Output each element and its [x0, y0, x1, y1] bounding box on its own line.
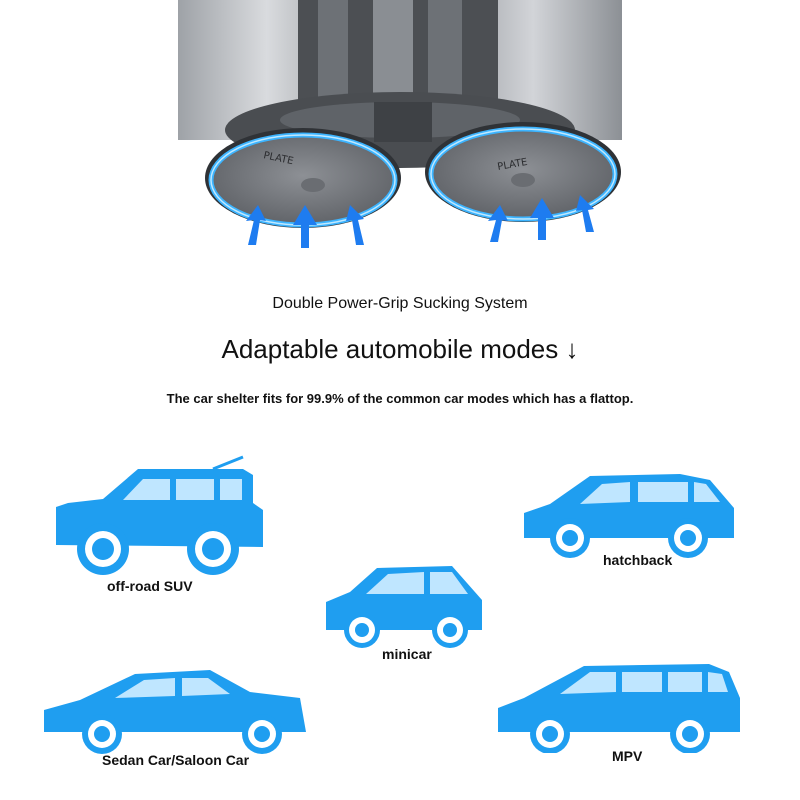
label-minicar: minicar — [382, 646, 432, 662]
hatchback-car-icon — [524, 474, 734, 558]
suction-arrows-left — [246, 205, 364, 248]
label-off-road-suv: off-road SUV — [107, 578, 193, 594]
caption-adaptable-modes: Adaptable automobile modes ↓ — [221, 334, 579, 364]
label-mpv: MPV — [612, 748, 643, 764]
caption-fit-note: The car shelter fits for 99.9% of the co… — [166, 391, 634, 406]
suction-arrows-right — [488, 195, 594, 242]
caption-sucking-system: Double Power-Grip Sucking System — [272, 295, 528, 312]
label-hatchback: hatchback — [603, 552, 673, 568]
suction-plates-photo: PLATE PLATE — [178, 0, 622, 248]
suv-car-icon — [56, 455, 263, 575]
sedan-car-icon — [44, 670, 306, 754]
mpv-car-icon — [498, 664, 740, 753]
plate-label-right: PLATE — [497, 157, 529, 173]
label-sedan-car: Sedan Car/Saloon Car — [102, 752, 250, 768]
minicar-car-icon — [326, 566, 482, 648]
